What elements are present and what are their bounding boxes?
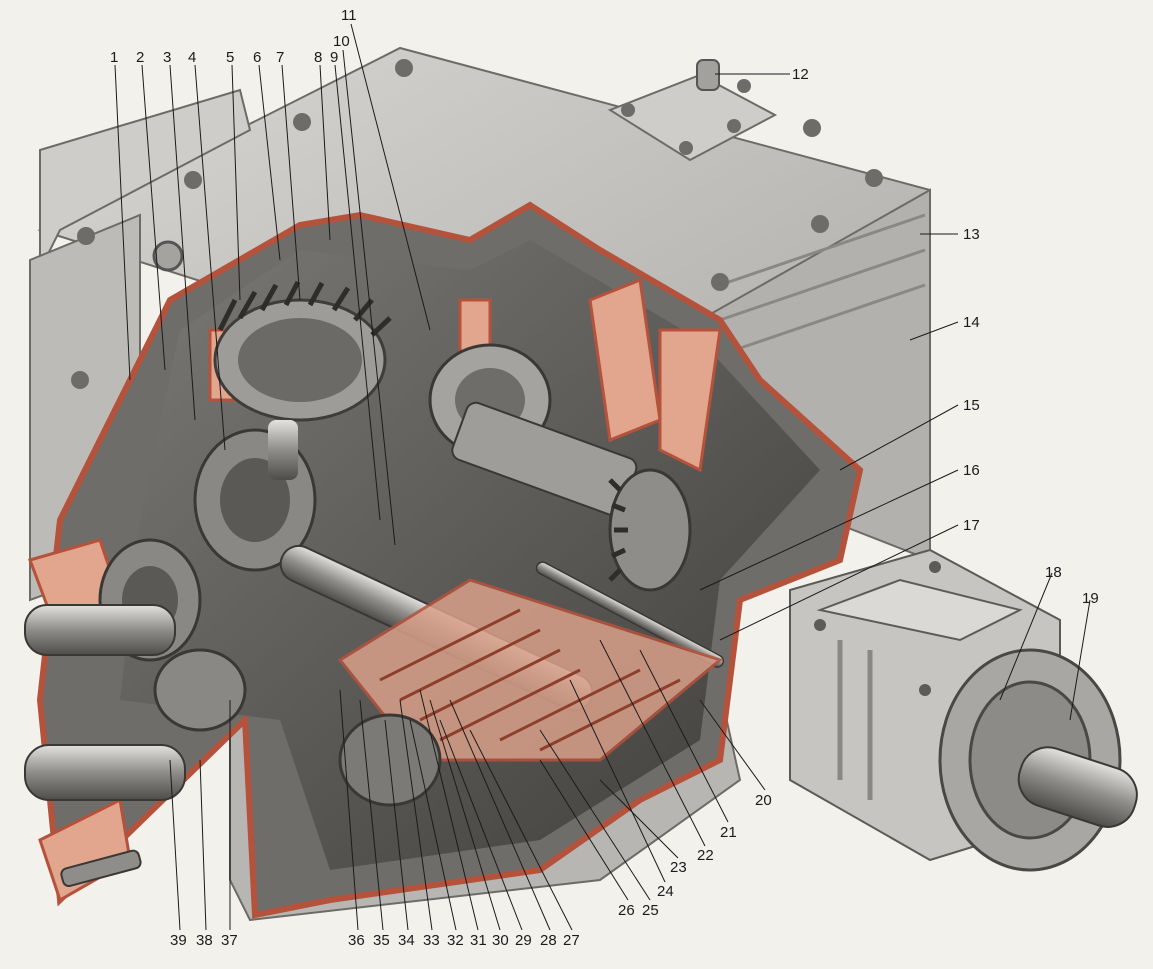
callout-label: 15	[963, 397, 980, 414]
bolt	[184, 171, 202, 189]
shift-rod	[535, 561, 725, 668]
callout-label: 6	[253, 49, 261, 66]
callout-label: 9	[330, 49, 338, 66]
callout-label: 34	[398, 932, 415, 949]
callout-label: 21	[720, 824, 737, 841]
callout-labels: 1 2 3 4 5 6 7 8 9 10 11 12 13 14 15 16 1…	[110, 7, 1099, 949]
callout-label: 10	[333, 33, 350, 50]
bolt	[621, 103, 635, 117]
output-shaft	[1017, 746, 1138, 828]
callout-label: 32	[447, 932, 464, 949]
housing-rib	[719, 248, 926, 322]
right-output-housing	[789, 548, 1138, 872]
callout-label: 3	[163, 49, 171, 66]
callout-label: 2	[136, 49, 144, 66]
callout-label: 29	[515, 932, 532, 949]
inspection-cover	[607, 73, 778, 162]
callout-label: 12	[792, 66, 809, 83]
callout-label: 20	[755, 792, 772, 809]
upper-gear-cluster	[428, 343, 692, 592]
callout-label: 35	[373, 932, 390, 949]
callout-label: 17	[963, 517, 980, 534]
callout-label: 1	[110, 49, 118, 66]
housing-rib	[719, 283, 926, 357]
bolt	[679, 141, 693, 155]
gear-teeth	[608, 478, 628, 582]
callout-label: 31	[470, 932, 487, 949]
bolt	[737, 79, 751, 93]
cut-wall-face	[658, 328, 722, 473]
callout-label: 24	[657, 883, 674, 900]
callout-label: 14	[963, 314, 980, 331]
callout-label: 4	[188, 49, 196, 66]
callout-label: 13	[963, 226, 980, 243]
washer	[152, 240, 184, 272]
bolt	[803, 119, 821, 137]
callout-label: 27	[563, 932, 580, 949]
leader-lines	[114, 23, 1091, 931]
callout-label: 36	[348, 932, 365, 949]
callout-label: 11	[341, 7, 357, 24]
bolt	[293, 113, 311, 131]
housing-bolts	[71, 59, 883, 389]
callout-label: 7	[276, 49, 284, 66]
housing-rib	[719, 213, 926, 287]
bolt	[77, 227, 95, 245]
callout-label: 23	[670, 859, 687, 876]
bolt	[811, 215, 829, 233]
callout-label: 30	[492, 932, 509, 949]
callout-label: 19	[1082, 590, 1099, 607]
callout-label: 18	[1045, 564, 1062, 581]
callout-label: 5	[226, 49, 234, 66]
callout-label: 28	[540, 932, 557, 949]
callout-label: 38	[196, 932, 213, 949]
breather-cap	[696, 59, 720, 91]
bolt	[865, 169, 883, 187]
callout-label: 16	[963, 462, 980, 479]
callout-label: 37	[221, 932, 238, 949]
bolt	[395, 59, 413, 77]
callout-label: 33	[423, 932, 440, 949]
callout-label: 26	[618, 902, 635, 919]
bevel-ring-gear	[213, 280, 392, 422]
bolt	[727, 119, 741, 133]
left-output-shafts	[24, 604, 186, 888]
pinion-stub-shaft	[268, 420, 298, 480]
callout-label: 39	[170, 932, 187, 949]
callout-label: 25	[642, 902, 659, 919]
bolt	[71, 371, 89, 389]
clutch-discs	[379, 608, 681, 752]
callout-label: 8	[314, 49, 322, 66]
housing-left-flange	[39, 88, 252, 271]
drain-bolt	[60, 849, 142, 888]
bolt	[711, 273, 729, 291]
gear-teeth	[217, 280, 392, 337]
callout-label: 22	[697, 847, 714, 864]
